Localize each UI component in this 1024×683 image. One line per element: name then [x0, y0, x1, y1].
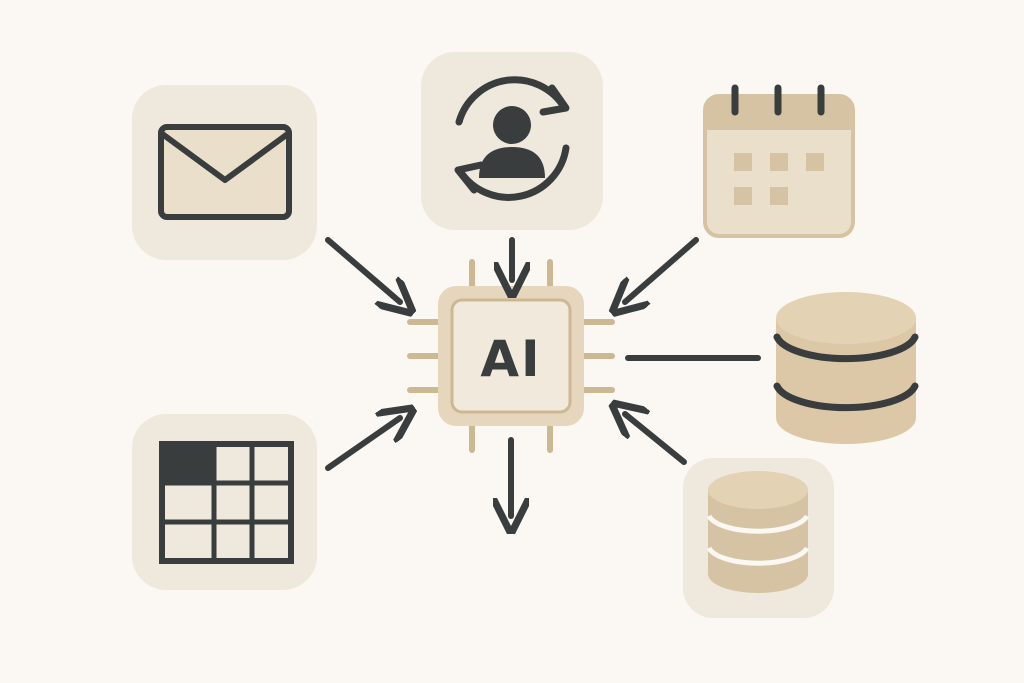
arrow-calendar-to-ai — [625, 237, 699, 302]
ai-chip-label: AI — [480, 330, 541, 388]
arrow-email-to-ai — [325, 237, 400, 302]
database-small-icon — [706, 471, 810, 593]
arrow-table-to-ai — [325, 418, 400, 471]
ai-chip: AI — [407, 259, 615, 453]
user-sync-tile — [421, 52, 603, 230]
connector-arrows — [325, 237, 761, 516]
table-tile — [132, 414, 317, 590]
arrow-database-to-ai — [625, 414, 687, 465]
calendar-icon — [703, 84, 855, 238]
email-icon — [158, 124, 292, 220]
database-small-tile — [683, 458, 834, 618]
chip-pins — [407, 259, 615, 453]
table-icon — [159, 441, 294, 564]
database-large-icon — [773, 292, 919, 444]
user-sync-icon — [454, 76, 570, 201]
email-tile — [132, 85, 317, 260]
